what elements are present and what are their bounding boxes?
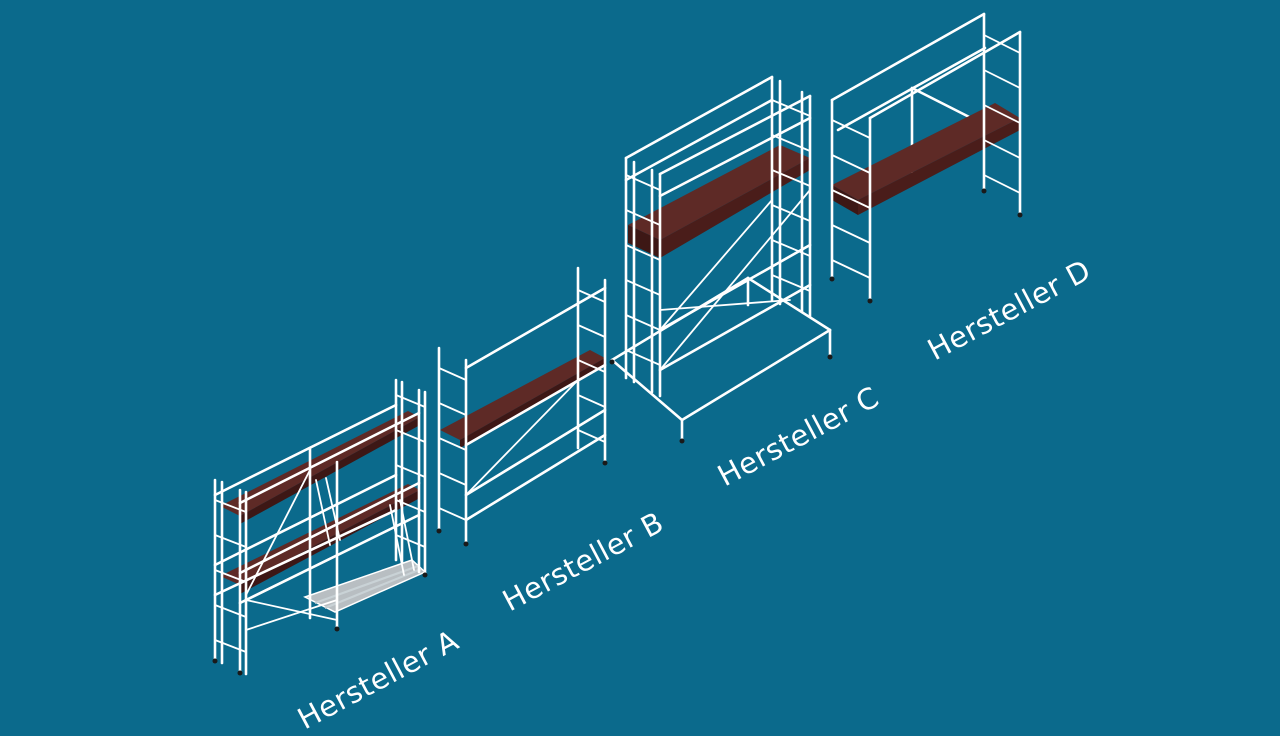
scaffold-b (436, 266, 608, 547)
scaffold-b-platform (440, 350, 605, 440)
diagram-stage: Hersteller A Hersteller B Hersteller C H… (212, 12, 1096, 736)
scaffold-d-right-frame (982, 12, 1022, 216)
scaffold-a-platform-lower (220, 484, 420, 585)
scaffold-c (609, 75, 833, 444)
scaffold-c-platform (628, 145, 810, 240)
scaffold-d-platform (832, 103, 1020, 200)
scaffold-illustration (212, 12, 1023, 676)
scaffold-c-back-frame (770, 75, 812, 318)
scaffold-a-left-frame (213, 478, 248, 676)
scaffold-d-left-frame (830, 98, 872, 302)
scaffold-c-front-frame (624, 156, 662, 398)
scaffold-b-left-frame (437, 346, 468, 545)
scaffold-a-right-frame (394, 378, 427, 576)
scaffold-d (829, 12, 1023, 304)
scaffold-a (212, 378, 428, 676)
